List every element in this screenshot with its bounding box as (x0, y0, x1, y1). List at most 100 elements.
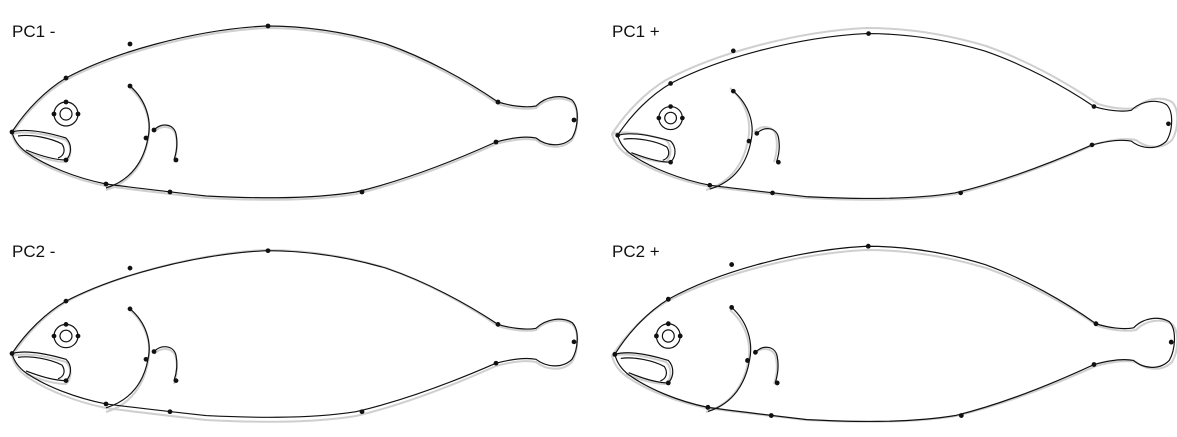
landmark-point (76, 112, 81, 117)
shape-curve (615, 246, 1175, 421)
landmark-point (1090, 143, 1095, 148)
panel-pc2-plus: PC2 + (606, 232, 1177, 437)
landmark-point (1166, 121, 1171, 126)
landmark-point (729, 305, 734, 310)
landmark-point (494, 361, 499, 366)
landmark-point (775, 380, 780, 385)
consensus-curve (706, 88, 749, 190)
landmark-point (494, 140, 499, 145)
landmark-point (666, 321, 671, 326)
consensus-curve (706, 310, 749, 412)
panel-pc2-minus: PC2 - (6, 232, 586, 437)
eye-curve (60, 108, 72, 120)
deformed-shape (10, 248, 578, 417)
landmark-point (958, 191, 963, 196)
landmark-point (64, 299, 69, 304)
landmark-point (266, 24, 271, 29)
eye-curve (54, 324, 78, 347)
landmark-point (1092, 104, 1097, 109)
consensus-shape (612, 28, 1177, 200)
consensus-curve (612, 250, 1177, 422)
consensus-curve (154, 349, 177, 384)
shape-curve (106, 309, 149, 408)
landmark-point (64, 158, 69, 163)
shape-curve (18, 135, 64, 158)
landmark-point (104, 182, 109, 187)
shape-curve (12, 251, 577, 418)
landmark-point (654, 334, 659, 339)
eye-curve (54, 102, 78, 126)
landmark-point (666, 297, 671, 302)
fish-outline-diagram (6, 232, 586, 437)
landmark-point (128, 307, 133, 312)
landmark-point (64, 322, 69, 327)
consensus-curve (12, 28, 577, 200)
landmark-point (144, 357, 149, 362)
landmark-point (64, 378, 69, 383)
landmark-point (706, 405, 711, 410)
landmark-point (64, 76, 69, 81)
panel-pc1-plus: PC1 + (606, 10, 1177, 215)
landmark-point (496, 100, 501, 105)
landmark-point (776, 160, 781, 165)
shape-curve (106, 86, 149, 188)
landmark-point (144, 136, 149, 141)
landmark-point (128, 266, 133, 271)
landmark-point (572, 118, 577, 123)
deformed-shape (615, 31, 1171, 198)
landmark-point (52, 334, 57, 339)
landmark-point (174, 158, 179, 163)
consensus-curve (612, 132, 671, 162)
landmark-point (731, 89, 736, 94)
landmark-point (496, 322, 501, 327)
landmark-point (1092, 362, 1097, 367)
deformed-shape (612, 244, 1174, 422)
landmark-point (668, 81, 673, 86)
shape-curve (618, 34, 1172, 199)
landmark-point (174, 378, 179, 383)
landmark-point (615, 133, 620, 138)
landmark-point (731, 49, 736, 54)
fish-outline-diagram (606, 232, 1177, 437)
landmark-point (168, 409, 173, 414)
consensus-shape (12, 28, 577, 200)
landmark-point (612, 352, 617, 357)
landmark-point (769, 413, 774, 418)
landmark-point (668, 160, 673, 165)
landmark-point (10, 130, 15, 135)
eye-curve (659, 107, 683, 130)
landmark-point (266, 248, 271, 253)
landmark-point (152, 128, 157, 133)
shape-curve (708, 307, 751, 411)
consensus-shape (12, 250, 577, 422)
landmark-point (572, 340, 577, 345)
landmark-point (1094, 321, 1099, 326)
landmark-point (680, 116, 685, 121)
landmark-point (128, 42, 133, 47)
consensus-curve (154, 127, 177, 162)
landmark-point (104, 402, 109, 407)
eye-curve (665, 112, 677, 124)
landmark-point (1169, 340, 1174, 345)
landmark-point (668, 104, 673, 109)
landmark-point (360, 190, 365, 195)
landmark-point (866, 244, 871, 249)
landmark-point (754, 131, 759, 136)
consensus-curve (106, 88, 149, 190)
landmark-point (729, 262, 734, 267)
landmark-point (360, 409, 365, 414)
landmark-point (152, 349, 157, 354)
landmark-point (656, 116, 661, 121)
landmark-point (52, 112, 57, 117)
consensus-curve (754, 349, 777, 384)
landmark-point (128, 84, 133, 89)
consensus-shape (612, 250, 1177, 422)
eye-curve (656, 324, 680, 348)
shape-curve (12, 26, 577, 198)
landmark-point (745, 358, 750, 363)
landmark-point (707, 183, 712, 188)
panel-pc1-minus: PC1 - (6, 10, 586, 215)
eye-curve (60, 330, 72, 342)
landmark-point (666, 380, 671, 385)
landmark-point (753, 350, 758, 355)
